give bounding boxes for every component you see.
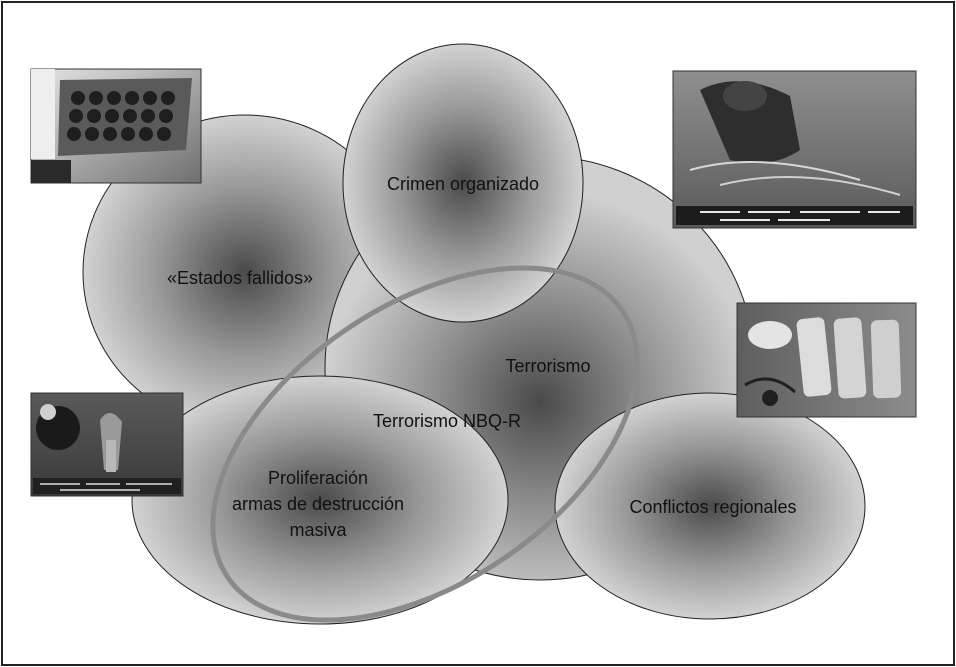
bubble-crimen-organizado xyxy=(342,43,584,323)
label-estados-fallidos: «Estados fallidos» xyxy=(167,268,313,288)
ring-terrorismo-nbqr xyxy=(210,265,640,623)
label-proliferacion-line3: masiva xyxy=(289,520,347,540)
label-terrorismo-nbqr: Terrorismo NBQ-R xyxy=(373,411,521,431)
bubble-proliferacion xyxy=(131,375,509,625)
photo-mushroom-cloud xyxy=(30,392,184,497)
label-terrorismo: Terrorismo xyxy=(505,356,590,376)
label-conflictos-regionales: Conflictos regionales xyxy=(629,497,796,517)
label-proliferacion-line1: Proliferación xyxy=(268,468,368,488)
photo-launcher-tubes xyxy=(30,68,202,184)
photo-person-with-wires xyxy=(672,70,917,229)
label-crimen-organizado: Crimen organizado xyxy=(387,174,539,194)
bubble-conflictos-regionales xyxy=(554,392,866,620)
label-proliferacion-line2: armas de destrucción xyxy=(232,494,404,514)
photo-explosive-belt xyxy=(736,302,917,418)
